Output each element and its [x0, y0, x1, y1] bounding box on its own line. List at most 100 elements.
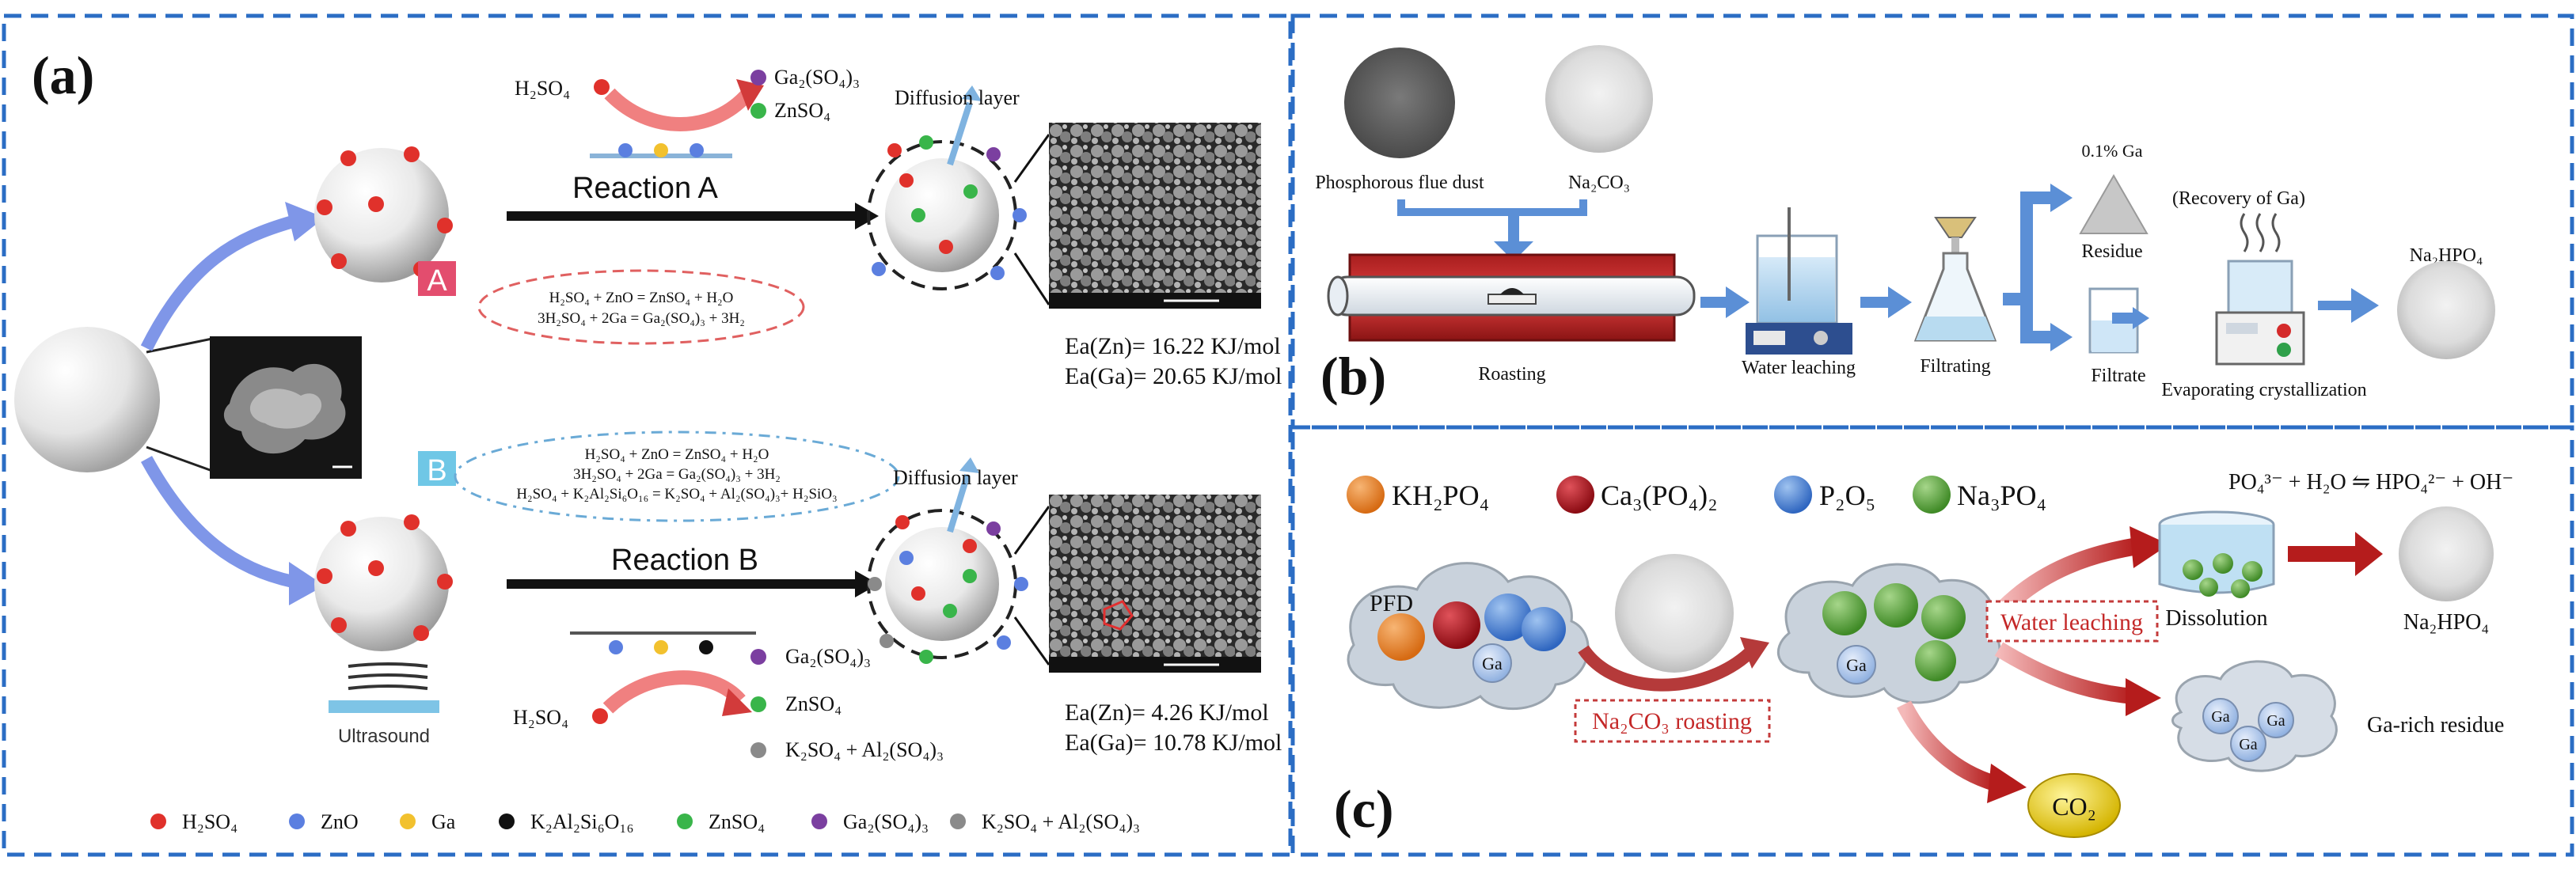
roasting-label-c: Na₂CO₃ roasting: [1592, 708, 1752, 734]
panel-c-border: [1290, 425, 2574, 857]
phosphorous-flue-dust-label: Phosphorous flue dust: [1315, 173, 1484, 193]
svg-text:H₂SO₄: H₂SO₄: [515, 77, 570, 100]
roasted-cloud: [1776, 563, 2001, 704]
ultrasound-waves: [348, 662, 428, 690]
recovery-label: (Recovery of Ga): [2172, 188, 2305, 209]
reaction-a-arrowhead: [855, 203, 879, 229]
legend-a-dot-0: [150, 813, 166, 829]
feed-arrow-stem: [1508, 212, 1519, 244]
na2hpo4-image-c: [2399, 506, 2494, 601]
na2hpo4-image-b: [2397, 261, 2495, 359]
dissolution-beaker: [2158, 510, 2275, 598]
legend-a-dot-5: [811, 813, 827, 829]
roasting-curve-arrow-head: [1740, 637, 1769, 669]
equation-a-1: H₂SO₄ + ZnO = ZnSO₄ + H₂O: [549, 290, 734, 306]
filtrating-label: Filtrating: [1920, 356, 1990, 377]
feed-arrow: [1397, 199, 1587, 216]
legend-a-dot-4: [677, 813, 693, 829]
legend-a-label-6: K₂SO₄ + Al₂(SO₄)₃: [982, 810, 1140, 833]
label-B-box: [418, 451, 456, 486]
roasting-furnace: [1327, 253, 1696, 342]
equation-b-2: 3H₂SO₄ + 2Ga = Ga₂(SO₄)₃ + 3H₂: [573, 466, 781, 483]
arrow-to-product-c: [2288, 532, 2383, 576]
svg-text:Ga₂(SO₄)₃: Ga₂(SO₄)₃: [774, 66, 860, 89]
legend-c-dot-2: [1774, 476, 1812, 514]
na2co3-powder-c: [1615, 554, 1734, 673]
mini-reaction-top: H₂SO₄ Ga₂(SO₄)₃ ZnSO₄: [515, 66, 860, 158]
legend-a-label-1: ZnO: [321, 810, 359, 833]
sem-image-a: [1049, 123, 1261, 309]
blue-curve-arrow-down: [140, 456, 294, 588]
legend-c-dot-1: [1556, 476, 1594, 514]
panel-b-border: [1290, 13, 2574, 430]
pfd-ga-label: Ga: [1482, 654, 1503, 673]
filtrate-label: Filtrate: [2091, 366, 2145, 386]
legend-a: H₂SO₄ ZnO Ga K₂Al₂Si₆O₁₆ ZnSO₄ Ga₂(SO₄)₃…: [150, 810, 1140, 833]
label-B: B: [427, 454, 446, 487]
arrow-to-product-b: [2318, 288, 2379, 323]
legend-a-label-5: Ga₂(SO₄)₃: [843, 810, 929, 833]
legend-a-dot-2: [400, 813, 416, 829]
residue-arrow: [1994, 642, 2134, 704]
ultrasound-plate: [329, 700, 439, 713]
svg-text:Ga₂(SO₄)₃: Ga₂(SO₄)₃: [785, 645, 871, 668]
mini-reaction-bottom: H₂SO₄ Ga₂(SO₄)₃ ZnSO₄ K₂SO₄ + Al₂(SO₄)₃: [513, 631, 944, 761]
zoom-line: [1013, 616, 1051, 666]
diffusion-particle-A: [867, 85, 1027, 290]
pfd-label: PFD: [1370, 590, 1413, 616]
water-leaching-label-box: [1985, 600, 2159, 643]
legend-a-label-0: H₂SO₄: [182, 810, 237, 833]
co2-label: CO₂: [2052, 792, 2096, 821]
legend-a-dot-1: [289, 813, 305, 829]
diffusion-particle-B: [867, 457, 1028, 664]
ga-rich-label: Ga-rich residue: [2367, 713, 2504, 738]
arrow-roast-to-leach: [1700, 286, 1750, 318]
split-arrow: [2003, 184, 2073, 351]
legend-c-label-1: Ca₃(PO₄)₂: [1601, 480, 1718, 511]
roasting-curve-arrow: [1578, 645, 1754, 692]
connector-line: [146, 337, 213, 354]
blue-curve-arrow-down-head: [289, 562, 325, 605]
label-A-box: [418, 261, 456, 296]
ga-content-label: 0.1% Ga: [2082, 141, 2143, 161]
roasting-label-box: [1574, 699, 1771, 743]
co2-arrow-head: [1987, 764, 2027, 803]
evaporation-apparatus: [2215, 213, 2305, 366]
ga-rich-ga-3: Ga: [2239, 736, 2257, 753]
legend-a-label-3: K₂Al₂Si₆O₁₆: [530, 810, 634, 833]
filtrate-beaker: [2088, 287, 2149, 354]
equation-b-3: H₂SO₄ + K₂Al₂Si₆O₁₆ = K₂SO₄ + Al₂(SO₄)₃+…: [516, 486, 837, 502]
equation-b-1: H₂SO₄ + ZnO = ZnSO₄ + H₂O: [585, 446, 769, 463]
zoom-line: [1013, 134, 1051, 183]
legend-c-dot-3: [1913, 476, 1951, 514]
svg-text:K₂SO₄ + Al₂(SO₄)₃: K₂SO₄ + Al₂(SO₄)₃: [785, 738, 944, 761]
ga-rich-ga-1: Ga: [2211, 708, 2229, 726]
filtration-flask: [1913, 217, 1997, 342]
water-leaching-arrow: [1997, 537, 2139, 616]
dissolution-label: Dissolution: [2165, 606, 2267, 631]
reaction-a-label: Reaction A: [572, 172, 718, 205]
panel-a-border: [2, 13, 1293, 857]
ea-b-ga: Ea(Ga)= 10.78 KJ/mol: [1065, 730, 1282, 756]
feed-arrow-head: [1494, 241, 1533, 261]
arrow-leach-to-filter: [1860, 286, 1912, 318]
roasted-ga-label: Ga: [1846, 655, 1867, 675]
na2co3-image: [1545, 45, 1653, 153]
svg-text:H₂SO₄: H₂SO₄: [513, 706, 568, 729]
ga-rich-cloud: [2171, 660, 2338, 772]
ga-rich-ga-2: Ga: [2266, 712, 2285, 730]
legend-a-label-4: ZnSO₄: [709, 810, 765, 833]
particle-B: [314, 514, 453, 651]
co2-arrow: [1897, 700, 1998, 791]
roasting-label: Roasting: [1478, 364, 1545, 385]
legend-a-dot-3: [499, 813, 515, 829]
blue-curve-arrow-up-head: [285, 202, 325, 241]
legend-c-label-3: Na₃PO₄: [1957, 480, 2046, 511]
legend-c: KH₂PO₄ Ca₃(PO₄)₂ P₂O₅ Na₃PO₄: [1347, 476, 2046, 514]
equation-a-2: 3H₂SO₄ + 2Ga = Ga₂(SO₄)₃ + 3H₂: [538, 310, 745, 327]
legend-c-label-2: P₂O₅: [1819, 480, 1875, 511]
connector-line: [146, 446, 213, 472]
panel-b-label: (b): [1320, 346, 1386, 406]
ea-a-zn: Ea(Zn)= 16.22 KJ/mol: [1065, 333, 1281, 359]
dissolution-equation: PO₄³⁻ + H₂O ⇋ HPO₄²⁻ + OH⁻: [2228, 470, 2513, 495]
